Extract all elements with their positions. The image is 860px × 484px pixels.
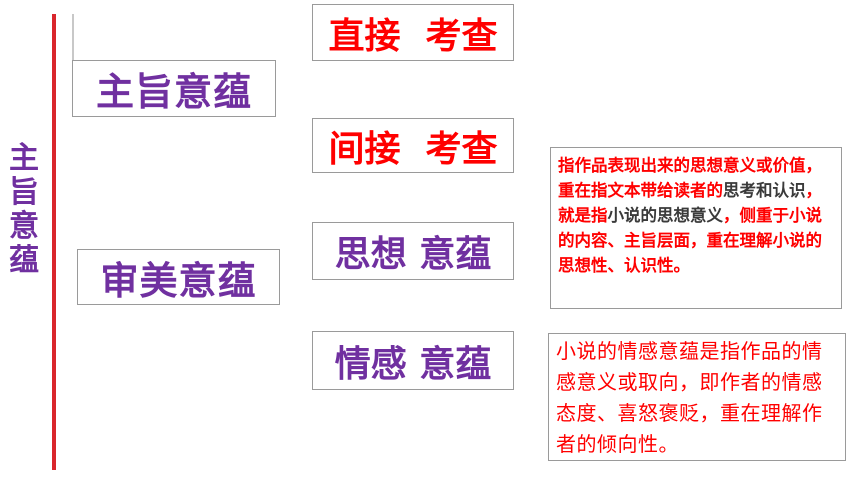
theme-box: 主旨意蕴 (72, 60, 276, 117)
thought-note: 指作品表现出来的思想意义或价值，重在指文本带给读者的思考和认识，就是指小说的思想… (550, 147, 842, 309)
side-title-char: 蕴 (9, 243, 39, 278)
thought-note-part: ，就是指 (558, 181, 822, 225)
direct-box: 直接 考查 (312, 4, 514, 61)
aesthetic-label: 审美意蕴 (100, 258, 257, 303)
thought-note-part: 指作品表现出来的思想意义或价值，重在指文本带给读者的 (558, 156, 822, 200)
indirect-box: 间接 考查 (312, 118, 514, 173)
thought-label: 思想 意蕴 (334, 234, 492, 275)
side-title: 主 旨 意 蕴 (2, 142, 46, 278)
thought-note-part: 小说的思想意义 (607, 206, 724, 225)
thought-note-part: 思考和认识 (723, 181, 806, 200)
emotion-note-text: 小说的情感意蕴是指作品的情感意义或取向，即作者的情感态度、喜怒褒贬，重在理解作者… (556, 339, 823, 456)
side-title-char: 旨 (9, 175, 39, 210)
thought-note-part: ，侧重于小说的内容、主旨层面，重在理解小说的思想性、认识性。 (558, 206, 822, 275)
direct-label: 直接 考查 (328, 15, 498, 57)
emotion-note: 小说的情感意蕴是指作品的情感意义或取向，即作者的情感态度、喜怒褒贬，重在理解作者… (548, 333, 846, 461)
side-title-char: 主 (9, 141, 39, 176)
emotion-box: 情感 意蕴 (312, 331, 514, 390)
bracket-line (52, 14, 56, 470)
side-title-char: 意 (9, 209, 39, 244)
aesthetic-box: 审美意蕴 (77, 249, 280, 305)
thought-box: 思想 意蕴 (312, 222, 514, 280)
theme-label: 主旨意蕴 (95, 70, 252, 114)
emotion-label: 情感 意蕴 (334, 343, 492, 385)
indirect-label: 间接 考查 (328, 128, 498, 170)
